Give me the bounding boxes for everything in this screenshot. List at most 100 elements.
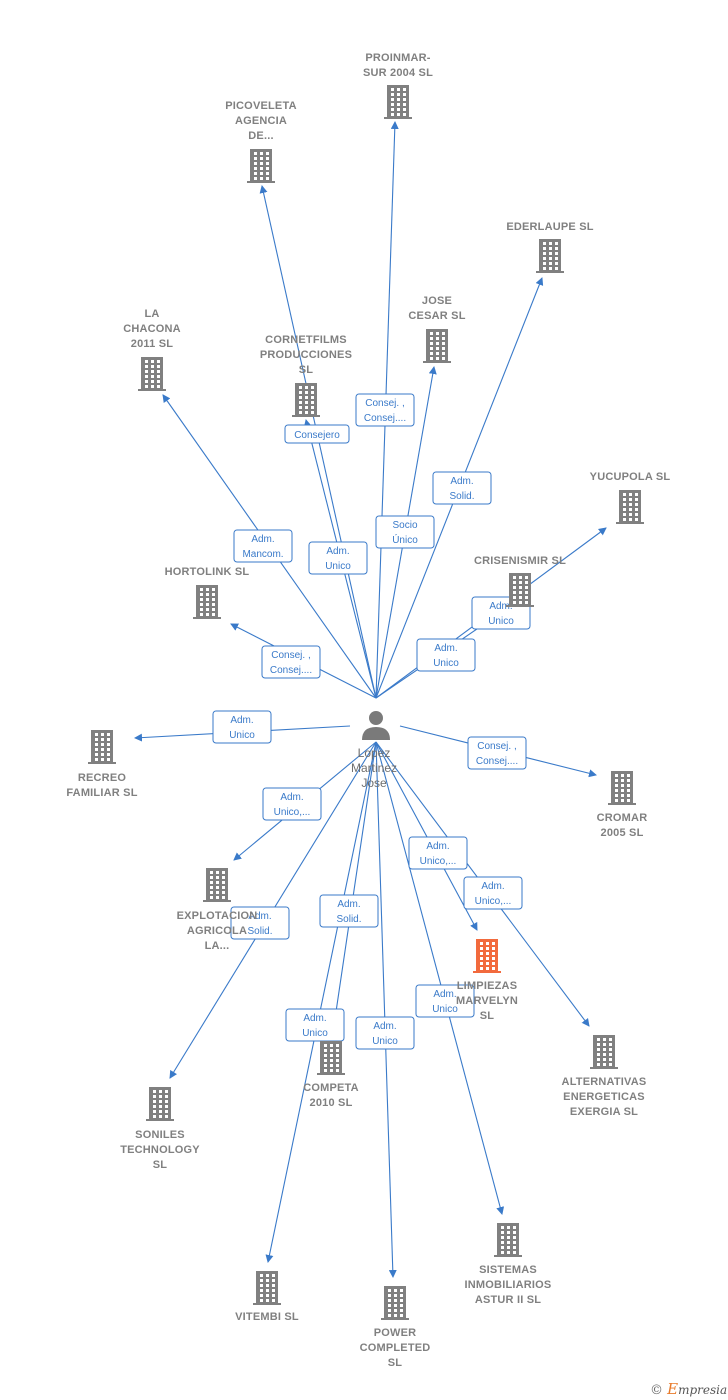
relation-badge-picoveleta[interactable]: Adm.Unico [308, 541, 368, 575]
company-label: AGENCIA [235, 115, 287, 127]
company-label: INMOBILIARIOS [465, 1279, 552, 1291]
building-icon [608, 771, 636, 805]
relation-badge-soniles[interactable]: Adm. Solid. [230, 906, 290, 940]
relation-badge-ederlaupe[interactable]: Adm.Solid. [432, 471, 492, 505]
company-label: VITEMBI SL [235, 1311, 299, 1323]
relation-badge-hortolink[interactable]: Consej. , Consej.... [261, 645, 321, 679]
badge-label: Consej. , [365, 398, 404, 409]
building-icon [423, 329, 451, 363]
building-icon [381, 1286, 409, 1320]
badge-box [415, 984, 475, 1018]
badge-label: Adm. [337, 899, 360, 910]
company-label: RECREO [78, 772, 127, 784]
badge-label: Adm. [326, 546, 349, 557]
relation-edge-vitembi [265, 741, 377, 1263]
relation-badge-limpiezas[interactable]: Adm. Unico,... [408, 836, 468, 870]
relation-badge-alternativas[interactable]: Adm.Unico,... [463, 876, 523, 910]
company-label: YUCUPOLA SL [590, 471, 671, 483]
building-icon [590, 1035, 618, 1069]
company-node-crisenismir[interactable]: CRISENISMIR SL [474, 555, 566, 607]
relation-badge-explotacion[interactable]: Adm.Unico,... [262, 787, 322, 821]
badge-box [416, 638, 476, 672]
relation-edge-competa [330, 741, 377, 1033]
badge-box [233, 529, 293, 563]
company-label: CROMAR [597, 812, 648, 824]
company-label: ALTERNATIVAS [562, 1076, 647, 1088]
company-label: AGRICOLA [187, 925, 247, 937]
badge-label: Adm. [251, 534, 274, 545]
company-label: LIMPIEZAS [457, 980, 517, 992]
badge-label: Consej.... [270, 665, 312, 676]
company-node-proinmar[interactable]: PROINMAR-SUR 2004 SL [363, 52, 433, 119]
company-label: SL [388, 1357, 403, 1369]
badge-label: Unico [488, 616, 514, 627]
company-label: MARVELYN [456, 995, 518, 1007]
company-label: 2011 SL [131, 338, 173, 350]
company-label: CESAR SL [408, 310, 465, 322]
company-label: PRODUCCIONES [260, 349, 352, 361]
person-name-line: Jose [361, 776, 387, 790]
building-icon [384, 85, 412, 119]
brand-initial: E [667, 1380, 679, 1398]
company-label: FAMILIAR SL [66, 787, 137, 799]
badge-label: Unico,... [420, 856, 457, 867]
badge-label: Consej. , [477, 741, 516, 752]
badge-box [308, 541, 368, 575]
badge-label: Adm. [248, 911, 271, 922]
relation-edge-limpiezas [375, 741, 478, 931]
company-node-hortolink[interactable]: HORTOLINK SL [165, 566, 250, 619]
company-label: SL [299, 364, 314, 376]
company-node-explotacion[interactable]: EXPLOTACIONAGRICOLALA... [177, 868, 258, 952]
badge-box [261, 645, 321, 679]
badge-label: Adm. [373, 1021, 396, 1032]
relation-badge-cromar[interactable]: Consej. ,Consej.... [467, 736, 527, 770]
building-icon [473, 939, 501, 973]
relation-badge-competa[interactable]: Adm. Solid. [319, 894, 379, 928]
badge-label: Unico,... [274, 807, 311, 818]
badge-box [230, 906, 290, 940]
company-node-picoveleta[interactable]: PICOVELETAAGENCIADE... [225, 100, 297, 183]
relation-badge-la-chacona[interactable]: Adm.Mancom. [233, 529, 293, 563]
badge-label: Adm. [481, 881, 504, 892]
building-icon [247, 149, 275, 183]
badge-label: Adm. [426, 841, 449, 852]
badge-box [284, 424, 350, 444]
relation-badge-recreo[interactable]: Adm.Unico [212, 710, 272, 744]
company-label: 2010 SL [310, 1097, 353, 1109]
person-name-line: Lopez [358, 746, 391, 760]
badge-box [285, 1008, 345, 1042]
company-node-recreo[interactable]: RECREO FAMILIAR SL [66, 730, 137, 799]
badge-label: Solid. [336, 914, 361, 925]
badge-label: Unico [229, 730, 255, 741]
relation-badge-power[interactable]: Adm.Unico [355, 1016, 415, 1050]
company-label: POWER [374, 1327, 417, 1339]
relation-badge-proinmar[interactable]: Consej. , Consej.... [355, 393, 415, 427]
relation-badge-sistemas[interactable]: Adm.Unico [415, 984, 475, 1018]
company-node-vitembi[interactable]: VITEMBI SL [235, 1271, 299, 1323]
relation-badge-cornetfilms[interactable]: Consejero [284, 424, 350, 444]
building-icon [536, 239, 564, 273]
badge-label: Consej.... [364, 413, 406, 424]
badge-label: Consej. , [271, 650, 310, 661]
company-node-ederlaupe[interactable]: EDERLAUPE SL [506, 221, 594, 273]
relation-badge-crisenismir[interactable]: Adm.Unico [416, 638, 476, 672]
badge-label: Solid. [247, 926, 272, 937]
badge-label: Adm. [303, 1013, 326, 1024]
relation-badge-vitembi[interactable]: Adm. Unico [285, 1008, 345, 1042]
company-node-yucupola[interactable]: YUCUPOLA SL [590, 471, 671, 524]
badge-label: Unico [302, 1028, 328, 1039]
badge-box [432, 471, 492, 505]
